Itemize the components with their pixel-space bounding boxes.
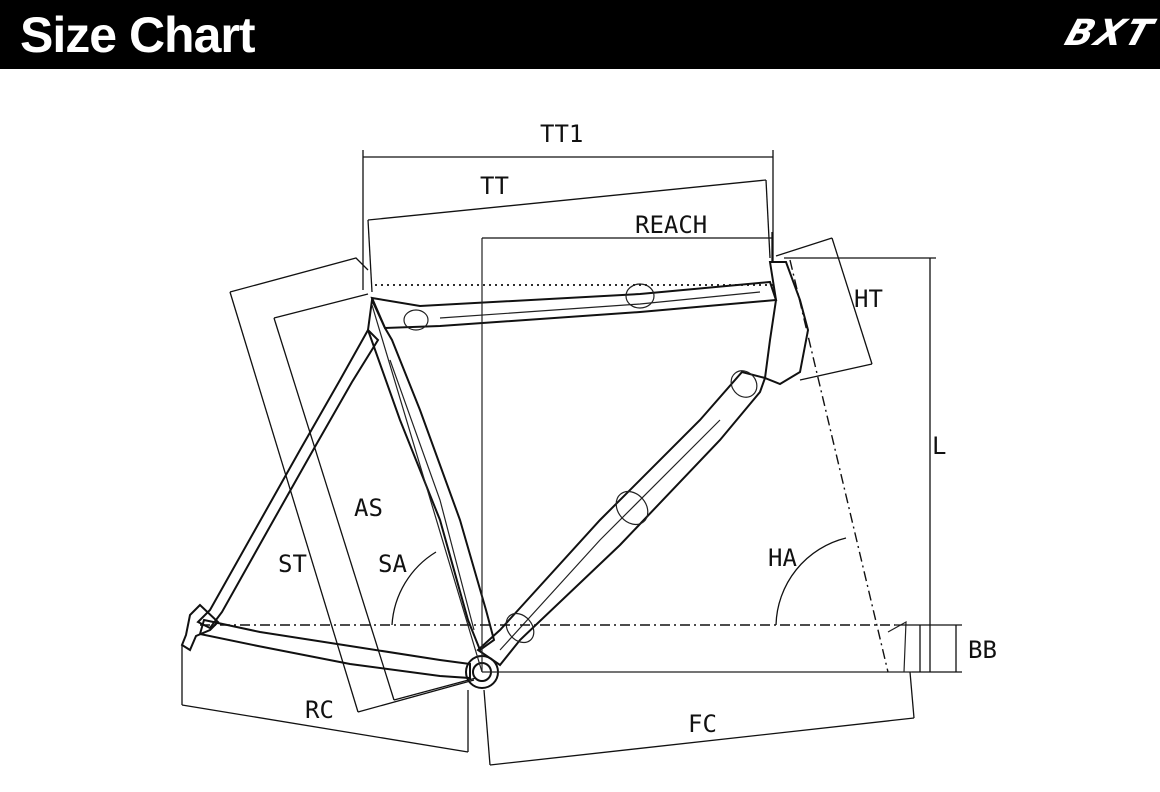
down-tube-oval-lower [505, 612, 535, 644]
dimension-labels: TT1 TT REACH HT L AS ST SA HA BB RC FC [278, 120, 997, 738]
as-bottom-extension [357, 679, 475, 713]
rc-dimension-line [181, 704, 469, 753]
as-dimension-box [229, 257, 369, 293]
label-l: L [932, 432, 946, 460]
label-tt1: TT1 [540, 120, 583, 148]
head-tube-axis [789, 259, 889, 673]
ht-top-extension [775, 237, 833, 257]
top-tube-inner-line [439, 291, 761, 319]
reference-lines [200, 238, 912, 673]
as-dimension-line [229, 291, 359, 713]
head-tube [763, 261, 810, 386]
chain-stay [198, 618, 471, 680]
st-bottom-extension [393, 677, 477, 701]
label-sa: SA [378, 550, 407, 578]
tt-left-extension [367, 219, 373, 293]
label-tt: TT [480, 172, 509, 200]
ht-dimension-line [831, 237, 873, 365]
ht-bottom-extension [799, 363, 873, 381]
header-bar: Size Chart BXT [0, 0, 1160, 69]
fc-dimension-line [489, 717, 915, 766]
sa-angle-arc [391, 551, 437, 626]
top-tube [370, 280, 778, 330]
rear-dropout [180, 603, 220, 652]
page-title: Size Chart [20, 7, 256, 63]
label-reach: REACH [635, 211, 707, 239]
bike-frame-geometry-diagram: TT1 TT REACH HT L AS ST SA HA BB RC FC [180, 120, 997, 766]
bike-frame [180, 261, 810, 689]
ha-angle-arc [775, 537, 847, 626]
st-dimension-line [273, 317, 395, 701]
label-bb: BB [968, 636, 997, 664]
seat-tube [366, 296, 496, 652]
label-rc: RC [305, 696, 334, 724]
label-fc: FC [688, 710, 717, 738]
fc-left-extension [483, 689, 491, 766]
st-dimension-top [273, 293, 369, 319]
label-ht: HT [854, 285, 883, 313]
down-tube-oval-middle [615, 490, 649, 526]
fork-end [887, 620, 907, 673]
tt-dimension-line [367, 179, 767, 221]
label-as: AS [354, 494, 383, 522]
down-tube-inner-line [499, 419, 721, 651]
label-ha: HA [768, 544, 797, 572]
tt-right-extension [765, 179, 771, 259]
seat-stay [196, 328, 380, 630]
seat-clamp-oval [403, 309, 429, 331]
seat-tube-inner-line [389, 359, 475, 631]
label-st: ST [278, 550, 307, 578]
seat-tube-axis [371, 304, 483, 673]
brand-logo: BXT [1060, 13, 1160, 54]
fc-right-extension [909, 671, 915, 719]
down-tube-oval-upper [730, 370, 758, 398]
dimension-lines [181, 150, 962, 766]
top-tube-oval [625, 283, 655, 309]
